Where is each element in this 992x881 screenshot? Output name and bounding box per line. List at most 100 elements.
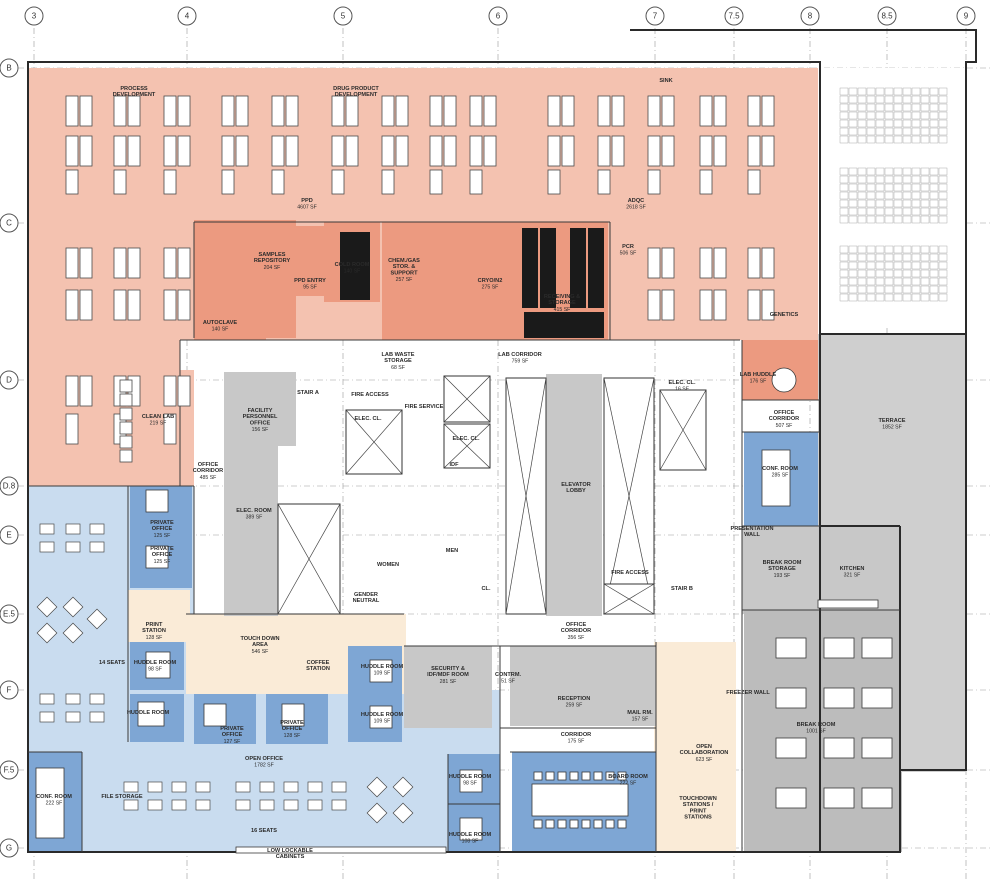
room-area: 222 SF (46, 801, 63, 807)
facility-zone (224, 372, 296, 446)
room-area: 204 SF (264, 265, 281, 271)
chair (593, 819, 603, 829)
workstation-desk (307, 799, 323, 811)
lab-bench (597, 169, 611, 195)
grid-label: 8.5 (881, 12, 893, 21)
lab-benches (65, 95, 775, 463)
rooftop-panel-array (839, 245, 948, 302)
workstation-desk (65, 523, 81, 535)
room-area: 623 SF (696, 757, 713, 763)
lab-bench (177, 95, 191, 127)
lab-bench (747, 95, 761, 127)
room-area: 259 SF (566, 703, 583, 709)
huddle-table (369, 659, 393, 683)
room-area: 140 SF (344, 269, 361, 275)
huddle-table (137, 701, 165, 727)
lab-bench (761, 135, 775, 167)
lab-bench (113, 169, 127, 195)
room-area: 2618 SF (626, 205, 646, 211)
lab-bench (65, 169, 79, 195)
room-name: MEN (446, 548, 458, 554)
room-name: KITCHEN (840, 566, 865, 572)
kitchen-zone (818, 526, 900, 610)
room-label: HUDDLE ROOM (127, 710, 170, 716)
room-area: 1782 SF (254, 763, 274, 769)
room-name: CONF. ROOM (36, 794, 72, 800)
lab-bench (713, 247, 727, 279)
lab-bench (163, 289, 177, 321)
room-area: 109 SF (374, 671, 391, 677)
lab-bench (547, 169, 561, 195)
grid-bubble-row-F.5: F.5 (0, 760, 19, 780)
break-table (775, 637, 807, 659)
grid-label: 6 (496, 12, 501, 21)
grid-bubble-row-D.8: D.8 (0, 476, 19, 496)
lab-bench (699, 135, 713, 167)
workstation-desk (39, 711, 55, 723)
lab-bench (429, 95, 443, 127)
lab-bench (713, 135, 727, 167)
lab-bench (177, 375, 191, 407)
lab-bench (271, 135, 285, 167)
workstation-desk (307, 781, 323, 793)
workstation-desk (331, 781, 347, 793)
grid-bubble-col-7: 7 (645, 6, 665, 26)
room-area: 16 SF (675, 387, 689, 393)
lab-bench (113, 95, 127, 127)
room-area: 321 SF (844, 573, 861, 579)
grid-label: B (6, 64, 11, 73)
room-name: CONTRM. (495, 672, 522, 678)
office-desk (145, 545, 169, 569)
lab-bench (113, 289, 127, 321)
room-name: HUDDLE ROOM (134, 660, 177, 666)
room-area: 108 SF (462, 839, 479, 845)
room-area: 1852 SF (882, 425, 902, 431)
room-name: MAIL RM. (627, 710, 653, 716)
workstations (36, 523, 414, 824)
lab-bench (113, 247, 127, 279)
room-area: 4607 SF (297, 205, 317, 211)
grid-bubble-row-B: B (0, 58, 19, 78)
cluster-workstation (62, 622, 84, 644)
lab-bench (381, 95, 395, 127)
cluster-workstation (36, 622, 58, 644)
lab-bench (561, 95, 575, 127)
grid-bubble-col-8.5: 8.5 (877, 6, 897, 26)
grid-bubble-col-7.5: 7.5 (724, 6, 744, 26)
workstation-desk (89, 523, 105, 535)
huddle-table (145, 651, 171, 679)
chair (545, 819, 555, 829)
room-area: 176 SF (750, 379, 767, 385)
terrace-zone (818, 334, 966, 526)
workstation-desk (331, 799, 347, 811)
grid-label: G (6, 844, 12, 853)
room-name: FIRE ACCESS (611, 570, 649, 576)
room-name: RECEIVING &STORAGE (544, 294, 580, 306)
room-area: 356 SF (568, 635, 585, 641)
cluster-workstation (392, 802, 414, 824)
lab-bench (221, 135, 235, 167)
chair (581, 771, 591, 781)
chair (557, 771, 567, 781)
room-label: MEN (446, 548, 458, 554)
lab-bench (597, 135, 611, 167)
lab-bench (443, 135, 457, 167)
grid-bubble-col-8: 8 (800, 6, 820, 26)
